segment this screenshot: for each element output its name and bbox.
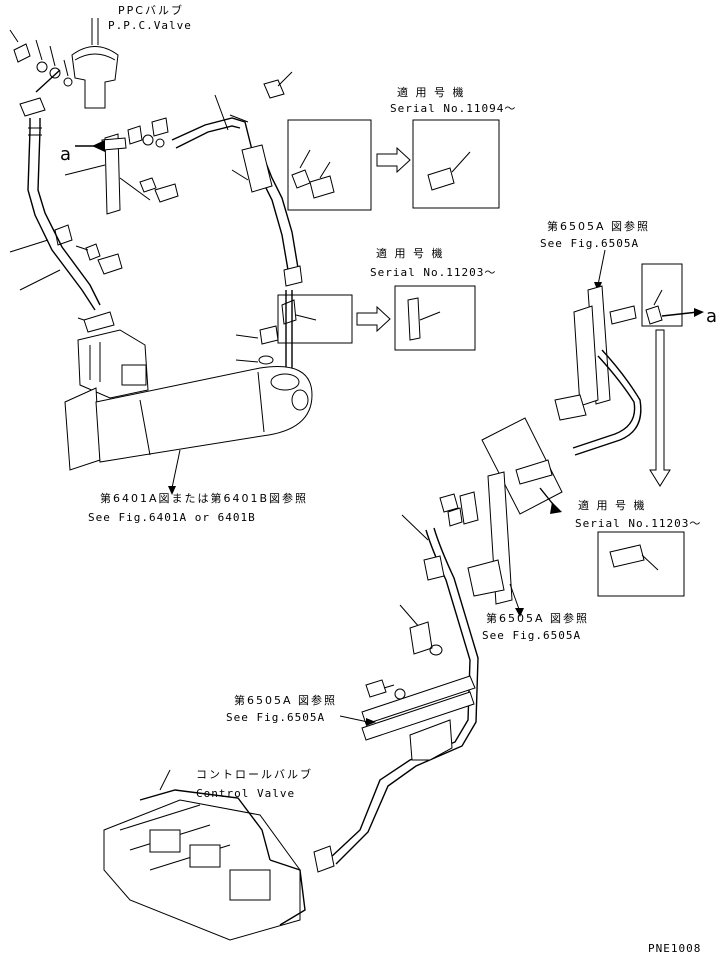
- control-valve: [103, 769, 306, 941]
- cylinder-fittings: [235, 290, 293, 370]
- serial-label-jp-2: 適 用 号 機: [376, 246, 445, 260]
- detail-box-mid: [277, 294, 353, 344]
- detail-box-serial-11094: [412, 119, 500, 209]
- detail-box-right: [641, 263, 704, 327]
- control-valve-label-jp: コントロールバルブ: [196, 767, 313, 781]
- arrow-down: [649, 329, 671, 487]
- ppc-valve-label-jp: PPCバルブ: [118, 3, 184, 17]
- marker-a-left: a: [60, 144, 71, 165]
- bracket-a: [64, 133, 127, 215]
- ref-6505a-mid-jp: 第6505A 図参照: [486, 611, 589, 625]
- page-code: PNE1008: [648, 942, 701, 955]
- ref-6505a-top-en: See Fig.6505A: [540, 237, 639, 250]
- upper-tube: [127, 71, 303, 287]
- serial-label-en-1: Serial No.11094～: [390, 102, 516, 115]
- bolts-left: [75, 177, 179, 333]
- arrow-right-1: [376, 146, 411, 174]
- serial-label-jp-3: 適 用 号 機: [578, 498, 647, 512]
- detail-box-left: [287, 119, 372, 211]
- serial-label-jp-1: 適 用 号 機: [397, 85, 466, 99]
- long-hose: [313, 491, 479, 873]
- control-valve-label-en: Control Valve: [196, 787, 295, 800]
- detail-box-serial-11203-a: [394, 285, 476, 351]
- mount-block: [77, 329, 149, 399]
- marker-a-right: a: [706, 306, 717, 327]
- serial-label-en-2: Serial No.11203～: [370, 266, 496, 279]
- serial-label-en-3: Serial No.11203～: [575, 517, 701, 530]
- mid-bracket-pipe: [467, 417, 563, 617]
- ref-6401-label-jp: 第6401A図または第6401B図参照: [100, 491, 308, 505]
- right-bracket: [554, 249, 642, 456]
- ref-6505a-low-en: See Fig.6505A: [226, 711, 325, 724]
- arrow-right-2: [356, 305, 391, 333]
- ref-6505a-mid-en: See Fig.6505A: [482, 629, 581, 642]
- cylinder: [64, 366, 313, 495]
- ref-6505a-top-jp: 第6505A 図参照: [547, 219, 650, 233]
- ppc-valve-label-en: P.P.C.Valve: [108, 19, 192, 32]
- ref-6401-label-en: See Fig.6401A or 6401B: [88, 511, 256, 524]
- low-bracket: [339, 675, 476, 761]
- ppc-valve: [71, 18, 119, 109]
- ref-6505a-low-jp: 第6505A 図参照: [234, 693, 337, 707]
- left-hose: [9, 97, 101, 311]
- ppc-fittings: [9, 29, 73, 93]
- detail-box-serial-11203-b: [597, 531, 685, 597]
